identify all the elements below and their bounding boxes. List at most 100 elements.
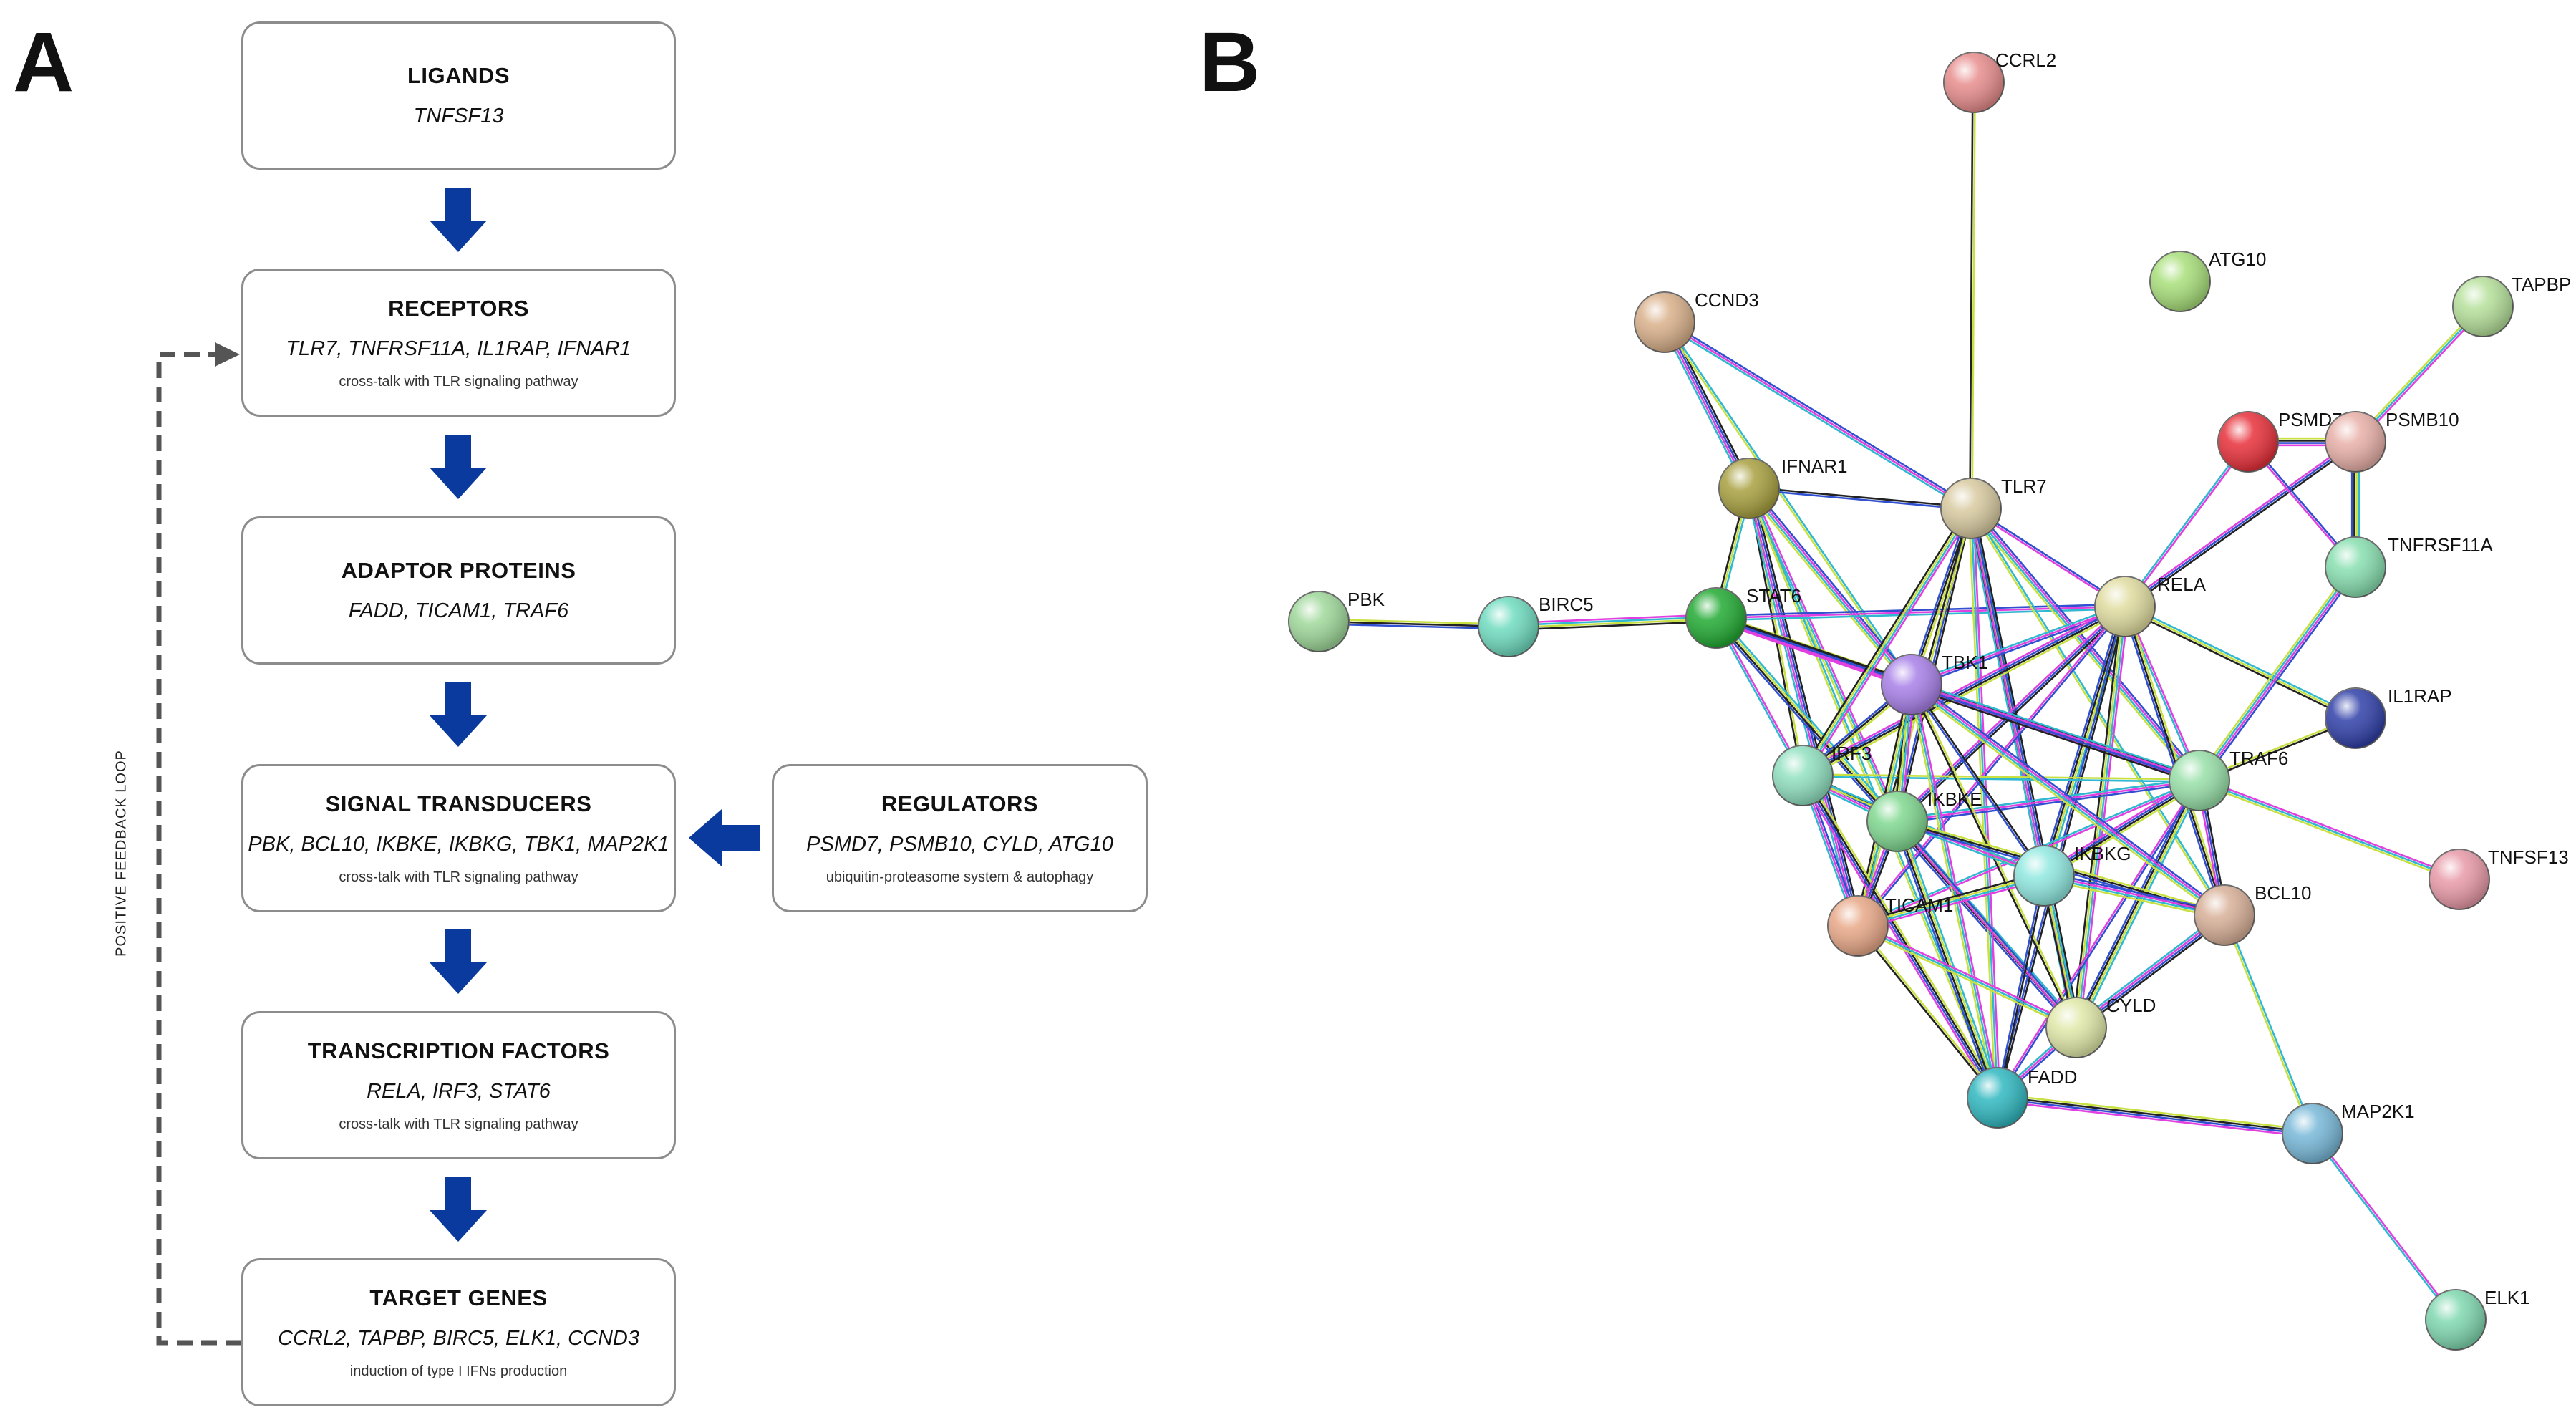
edge-line	[1509, 620, 1717, 632]
node-tnfsf13[interactable]: TNFSF13	[2429, 846, 2569, 910]
node-ifnar1[interactable]: IFNAR1	[1718, 455, 1847, 519]
node-ticam1[interactable]: TICAM1	[1827, 894, 1953, 957]
edge-line	[1858, 878, 2045, 930]
edge-line	[1665, 319, 1973, 508]
edge-line	[1662, 322, 1912, 686]
node-tbk1[interactable]: TBK1	[1881, 652, 1988, 715]
node-ccrl2[interactable]: CCRL2	[1943, 49, 2056, 113]
node-bcl10[interactable]: BCL10	[2194, 882, 2312, 946]
edge-line	[1804, 509, 1975, 778]
down-arrow-icon	[430, 435, 487, 499]
edge-line	[1509, 618, 1717, 629]
node-cyld[interactable]: CYLD	[2045, 995, 2156, 1058]
edge-map2k1-elk1	[2310, 1132, 2458, 1321]
node-highlight	[2194, 885, 2255, 945]
edge-line	[1319, 618, 1509, 626]
edge-rela-irf3	[1801, 602, 2127, 780]
edge-line	[1895, 821, 2076, 1029]
edge-line	[1508, 613, 1716, 624]
node-map2k1[interactable]: MAP2K1	[2282, 1101, 2415, 1164]
node-label: PSMB10	[2386, 409, 2459, 430]
edge-ikbke-fadd	[1893, 819, 2002, 1100]
edge-ccnd3-tbk1	[1662, 321, 1914, 686]
node-ikbke[interactable]: IKBKE	[1866, 788, 1982, 852]
edge-bcl10-map2k1	[2222, 914, 2315, 1135]
edge-line	[1912, 680, 2201, 778]
down-arrow-icon	[430, 1177, 487, 1242]
edge-ikbkg-bcl10	[2043, 871, 2226, 919]
edge-line	[1913, 681, 2227, 914]
node-label: TNFRSF11A	[2388, 534, 2494, 556]
edge-line	[1662, 323, 1971, 511]
edge-line	[2044, 871, 2226, 913]
box-target-genes: TARGET GENES CCRL2, TAPBP, BIRC5, ELK1, …	[241, 1258, 676, 1406]
box-genes: PSMD7, PSMB10, CYLD, ATG10	[806, 832, 1113, 856]
edge-line	[1660, 323, 1747, 491]
node-rela[interactable]: RELA	[2094, 574, 2207, 637]
node-traf6[interactable]: TRAF6	[2169, 748, 2288, 811]
node-label: TICAM1	[1885, 894, 1953, 916]
edge-line	[2123, 439, 2355, 606]
box-adaptor-proteins: ADAPTOR PROTEINS FADD, TICAM1, TRAF6	[241, 516, 676, 665]
node-highlight	[1289, 591, 1349, 652]
node-label: CCND3	[1695, 289, 1759, 311]
edge-line	[1910, 687, 2199, 785]
edge-line	[1856, 605, 2125, 926]
edge-line	[1893, 822, 1995, 1100]
edge-line	[1803, 607, 2126, 778]
node-tlr7[interactable]: TLR7	[1940, 475, 2047, 539]
node-highlight	[1719, 458, 1779, 518]
edge-line	[1995, 875, 2044, 1098]
box-note: cross-talk with TLR signaling pathway	[339, 373, 578, 390]
edge-line	[1857, 874, 2044, 926]
box-title: SIGNAL TRANSDUCERS	[325, 791, 592, 816]
node-ikbkg[interactable]: IKBKG	[2013, 843, 2131, 907]
node-highlight	[1478, 597, 1539, 657]
node-label: CCRL2	[1995, 49, 2056, 71]
edge-line	[2076, 781, 2202, 1029]
edge-line	[1801, 602, 2124, 773]
node-atg10[interactable]: ATG10	[2149, 248, 2266, 312]
edge-line	[1745, 490, 1910, 687]
edge-line	[2313, 1132, 2458, 1320]
node-label: ATG10	[2209, 248, 2266, 270]
edge-line	[1318, 622, 1509, 630]
node-ccnd3[interactable]: CCND3	[1634, 289, 1759, 353]
node-irf3[interactable]: IRF3	[1772, 743, 1872, 806]
box-title: LIGANDS	[407, 63, 510, 88]
node-tnfrsf11a[interactable]: TNFRSF11A	[2325, 534, 2494, 598]
node-birc5[interactable]: BIRC5	[1478, 594, 1594, 657]
edge-line	[1970, 508, 1999, 1098]
box-ligands: LIGANDS TNFSF13	[241, 21, 676, 170]
feedback-loop-arrow	[156, 342, 241, 1346]
edge-line	[1803, 508, 1973, 777]
edge-ticam1-cyld	[1856, 922, 2078, 1031]
node-highlight	[1944, 52, 2004, 112]
node-label: IRF3	[1831, 743, 1872, 764]
node-pbk[interactable]: PBK	[1288, 589, 1385, 652]
edge-line	[2043, 878, 2224, 919]
edge-line	[1897, 779, 2200, 823]
node-label: TLR7	[2001, 475, 2047, 497]
edge-line	[1747, 488, 1858, 927]
node-label: ELK1	[2484, 1287, 2530, 1308]
node-highlight	[2218, 412, 2278, 472]
node-tapbp[interactable]: TAPBP	[2452, 274, 2571, 337]
edge-irf3-fadd	[1798, 773, 2002, 1101]
node-highlight	[2426, 1290, 2486, 1350]
edge-tbk1-ikbkg	[1909, 683, 2046, 877]
node-label: TBK1	[1942, 652, 1988, 673]
node-elk1[interactable]: ELK1	[2425, 1287, 2530, 1351]
edge-line	[1912, 682, 2200, 781]
node-psmb10[interactable]: PSMB10	[2325, 409, 2459, 473]
box-genes: RELA, IRF3, STAT6	[367, 1079, 551, 1103]
edge-line	[1858, 922, 2078, 1027]
node-stat6[interactable]: STAT6	[1685, 585, 1801, 649]
node-fadd[interactable]: FADD	[1967, 1066, 2077, 1129]
node-label: IFNAR1	[1781, 455, 1847, 477]
edge-line	[2074, 606, 2125, 1028]
edge-ikbkg-fadd	[1995, 875, 2046, 1098]
node-highlight	[2325, 537, 2386, 597]
edge-line	[1998, 1093, 2313, 1131]
node-il1rap[interactable]: IL1RAP	[2325, 685, 2452, 749]
